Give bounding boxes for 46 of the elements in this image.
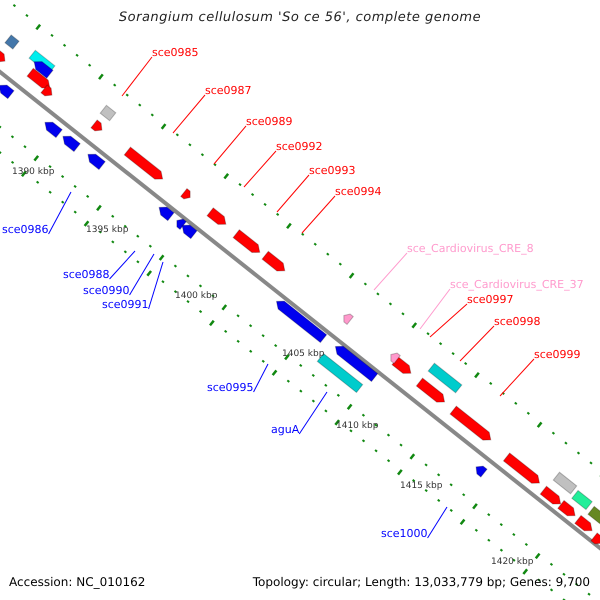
gene-label: aguA <box>271 424 300 435</box>
leader-line <box>48 192 72 234</box>
scale-label: 1420 kbp <box>491 558 534 567</box>
gene-label: sce0989 <box>246 116 293 127</box>
leader-line <box>253 364 268 392</box>
leader-line <box>298 392 328 434</box>
leader-line <box>420 288 450 330</box>
leader-line <box>500 358 534 396</box>
leader-line <box>374 252 408 290</box>
scale-label: 1415 kbp <box>400 482 442 491</box>
gene-label: sce_Cardiovirus_CRE_37 <box>450 279 584 290</box>
leader-line <box>172 94 206 134</box>
leader-line <box>430 304 468 338</box>
leader-line <box>122 56 152 96</box>
gene-label: sce_Cardiovirus_CRE_8 <box>407 243 534 254</box>
diagram-title: Sorangium cellulosum 'So ce 56', complete genome <box>118 11 482 24</box>
gene-label: sce0988 <box>63 269 110 280</box>
gene-label: sce0985 <box>152 47 199 58</box>
gene-label: sce0995 <box>207 382 254 393</box>
gene-label: sce0990 <box>83 285 130 296</box>
gene-label: sce1000 <box>381 528 428 539</box>
leader-line <box>129 254 154 296</box>
leader-line <box>244 150 276 188</box>
gene-label: sce0998 <box>494 316 541 327</box>
leader-line <box>460 326 494 362</box>
gene-label: sce0987 <box>205 85 252 96</box>
gene-label: sce0993 <box>309 165 356 176</box>
leader-line <box>214 126 246 164</box>
leader-line <box>276 174 310 212</box>
gene-label: sce0991 <box>102 299 149 310</box>
gene-label: sce0994 <box>335 186 382 197</box>
gene-label: sce0997 <box>467 294 514 305</box>
leader-line <box>148 262 164 310</box>
leader-line <box>427 506 448 538</box>
accession-note: Accession: NC_010162 <box>9 576 146 588</box>
scale-label: 1405 kbp <box>282 350 324 359</box>
leader-line <box>302 196 336 234</box>
leader-line <box>109 250 136 280</box>
scale-label: 1400 kbp <box>175 292 218 301</box>
gene-label: sce0999 <box>534 349 581 360</box>
genome-summary: Topology: circular; Length: 13,033,779 bp; Genes: 9,700 <box>252 576 590 588</box>
gene-label: sce0992 <box>276 141 323 152</box>
scale-label: 1395 kbp <box>86 226 128 235</box>
gene-label: sce0986 <box>2 224 49 235</box>
scale-label: 1390 kbp <box>12 168 54 177</box>
scale-label: 1410 kbp <box>336 422 378 431</box>
